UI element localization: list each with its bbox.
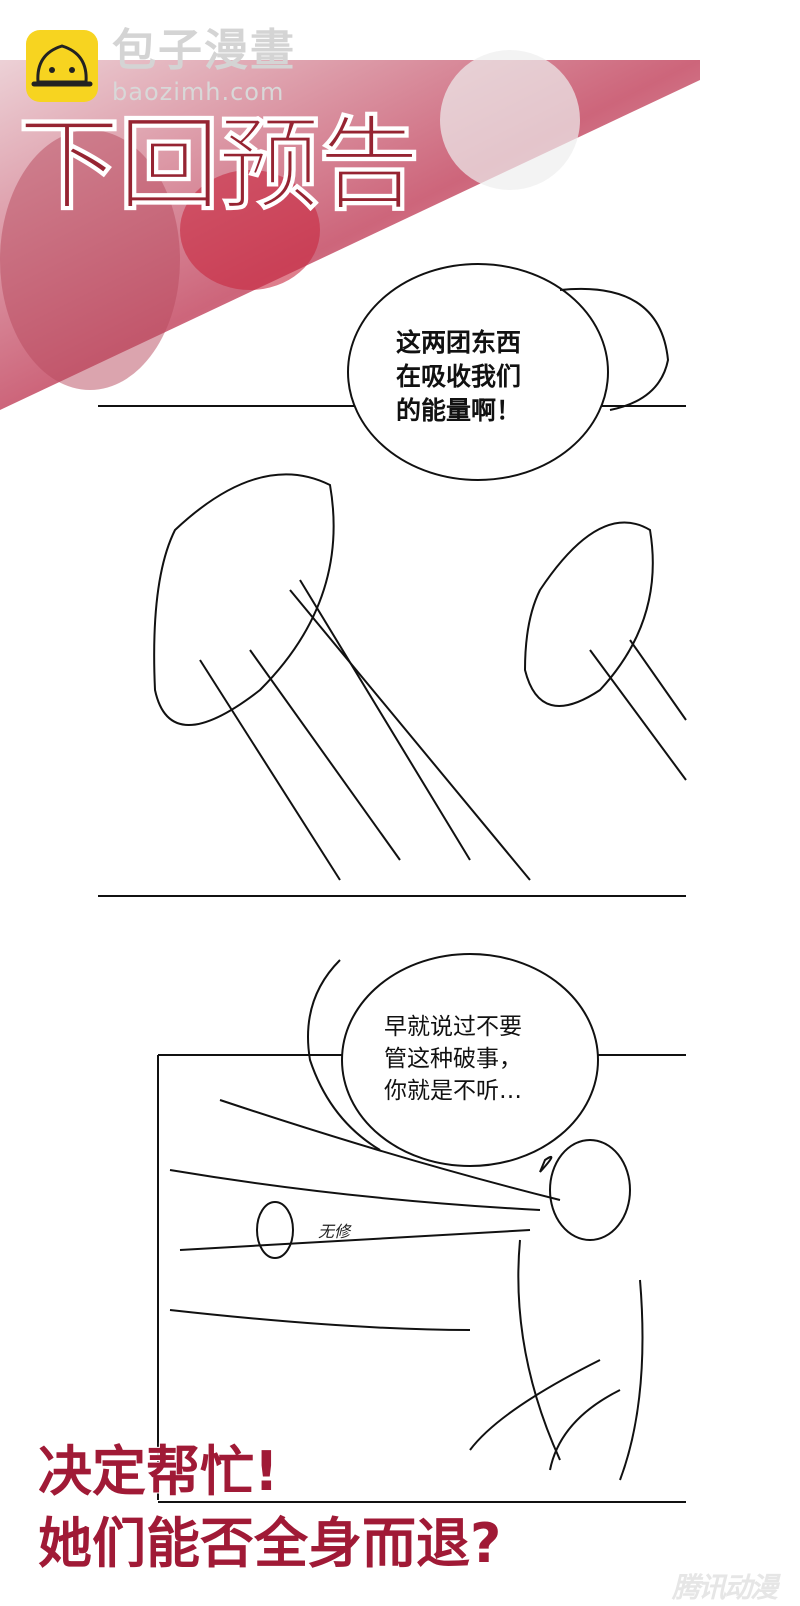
speech-bubble-text-1: 这两团东西 在吸收我们 的能量啊！ [396, 326, 521, 428]
speech-bubble [347, 263, 609, 481]
publisher-watermark: 腾讯动漫 [672, 1571, 778, 1604]
bubble-line: 早就说过不要 [384, 1014, 522, 1040]
page-title: 下回预告 [18, 105, 421, 225]
caption-line: 她们能否全身而退? [37, 1511, 502, 1576]
speech-bubble-text-2: 早就说过不要 管这种破事， 你就是不听… [384, 1011, 522, 1107]
watermark-url: baozimh.com [112, 78, 285, 106]
speech-bubble [341, 953, 599, 1167]
sound-effect-text: 无修 [318, 1222, 351, 1241]
bun-icon [31, 44, 93, 87]
banner-artwork [0, 0, 800, 410]
caption-line: 决定帮忙! [37, 1439, 280, 1504]
bubble-line: 在吸收我们 [396, 362, 522, 391]
baozimh-logo [26, 30, 98, 102]
bubble-line: 管这种破事， [384, 1046, 522, 1072]
bubble-line: 的能量啊！ [396, 396, 522, 425]
watermark-site-name: 包子漫畫 [112, 25, 296, 76]
bubble-line: 你就是不听… [384, 1078, 522, 1104]
preview-caption: 决定帮忙! 她们能否全身而退? [37, 1436, 502, 1580]
bubble-line: 这两团东西 [396, 328, 522, 357]
